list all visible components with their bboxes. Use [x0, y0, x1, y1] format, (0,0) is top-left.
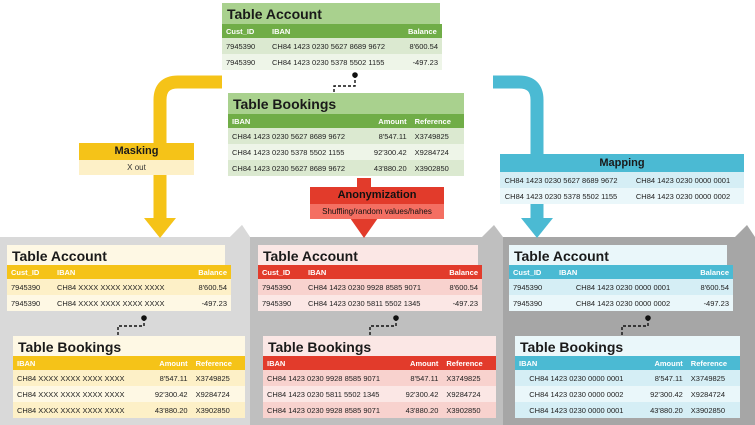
table-row: 7945390 CH84 1423 0230 5378 5502 1155 -4… — [222, 54, 442, 70]
col-header: IBAN — [559, 267, 578, 277]
mapping-label: Mapping — [500, 154, 744, 172]
col-header: Balance — [700, 267, 729, 277]
col-header: Reference — [414, 116, 451, 126]
col-header: IBAN — [17, 358, 36, 368]
table-row: CH84 XXXX XXXX XXXX XXXX 92'300.42 X9284… — [13, 386, 245, 402]
col-header: Balance — [449, 267, 478, 277]
table-row: 7945390 CH84 1423 0230 5627 8689 9672 8'… — [222, 38, 442, 54]
table-row: CH84 1423 0230 5627 8689 9672 8'547.11 X… — [228, 128, 464, 144]
col-header: Reference — [195, 358, 232, 368]
col-header: Amount — [159, 358, 188, 368]
mapping-panel — [503, 237, 755, 425]
masking-panel — [0, 237, 250, 425]
anonymization-bookings-title: Table Bookings — [263, 336, 496, 356]
masking-label-box: Masking X out — [79, 143, 194, 175]
table-row: 7945390 CH84 XXXX XXXX XXXX XXXX 8'600.5… — [7, 279, 231, 295]
table-row: 7945390 CH84 XXXX XXXX XXXX XXXX -497.23 — [7, 295, 231, 311]
col-header: Cust_ID — [11, 267, 40, 277]
original-bookings-title: Table Bookings — [228, 93, 464, 114]
anonymization-account-table: Table Account Cust_ID IBAN Balance 79453… — [258, 245, 482, 311]
col-header: Cust_ID — [262, 267, 291, 277]
original-account-table: Table Account Cust_ID IBAN Balance 79453… — [222, 3, 442, 70]
masking-account-title: Table Account — [7, 245, 225, 265]
masking-bookings-title: Table Bookings — [13, 336, 245, 356]
col-header: Amount — [378, 116, 407, 126]
masking-label: Masking — [79, 143, 194, 160]
table-row: CH84 1423 0230 0000 0002 92'300.42 X9284… — [515, 386, 740, 402]
anonymization-account-title: Table Account — [258, 245, 478, 265]
masking-account-table: Table Account Cust_ID IBAN Balance 79453… — [7, 245, 231, 311]
mapping-bookings-table: Table Bookings IBAN Amount Reference CH8… — [515, 336, 740, 418]
col-header: IBAN — [308, 267, 327, 277]
mapping-bookings-title: Table Bookings — [515, 336, 740, 356]
mapping-box: Mapping CH84 1423 0230 5627 8689 9672 CH… — [500, 154, 744, 204]
col-header: Cust_ID — [513, 267, 542, 277]
table-row: 7945390 CH84 1423 0230 0000 0002 -497.23 — [509, 295, 733, 311]
original-bookings-table: Table Bookings IBAN Amount Reference CH8… — [228, 93, 464, 176]
table-row: CH84 1423 0230 5627 8689 9672 43'880.20 … — [228, 160, 464, 176]
col-header: IBAN — [232, 116, 251, 126]
col-header: Amount — [654, 358, 683, 368]
table-row: CH84 1423 0230 9928 8585 9071 43'880.20 … — [263, 402, 496, 418]
table-row: 7945390 CH84 1423 0230 0000 0001 8'600.5… — [509, 279, 733, 295]
original-account-title: Table Account — [222, 3, 440, 24]
table-row: 7945390 CH84 1423 0230 9928 8585 9071 8'… — [258, 279, 482, 295]
col-header: IBAN — [267, 358, 286, 368]
col-header: Reference — [446, 358, 483, 368]
col-header: Reference — [690, 358, 728, 368]
table-row: CH84 1423 0230 5378 5502 1155 CH84 1423 … — [500, 188, 744, 204]
table-row: 7945390 CH84 1423 0230 5811 5502 1345 -4… — [258, 295, 482, 311]
table-row: CH84 XXXX XXXX XXXX XXXX 43'880.20 X3902… — [13, 402, 245, 418]
col-header: IBAN — [272, 26, 291, 36]
col-header: Cust_ID — [226, 26, 255, 36]
table-row: CH84 1423 0230 9928 8585 9071 8'547.11 X… — [263, 370, 496, 386]
anonymization-bookings-table: Table Bookings IBAN Amount Reference CH8… — [263, 336, 496, 418]
mapping-account-title: Table Account — [509, 245, 727, 265]
table-row: CH84 XXXX XXXX XXXX XXXX 8'547.11 X37498… — [13, 370, 245, 386]
anonymization-panel — [250, 237, 503, 425]
col-header: IBAN — [519, 358, 538, 368]
masking-sub: X out — [79, 160, 194, 175]
table-row: CH84 1423 0230 0000 0001 8'547.11 X37498… — [515, 370, 740, 386]
col-header: Balance — [408, 26, 437, 36]
anonymization-label: Anonymization — [310, 187, 444, 204]
table-row: CH84 1423 0230 5378 5502 1155 92'300.42 … — [228, 144, 464, 160]
col-header: Balance — [198, 267, 227, 277]
masking-bookings-table: Table Bookings IBAN Amount Reference CH8… — [13, 336, 245, 418]
col-header: Amount — [410, 358, 439, 368]
table-row: CH84 1423 0230 5627 8689 9672 CH84 1423 … — [500, 172, 744, 188]
panel-tabs — [0, 225, 755, 237]
col-header: IBAN — [57, 267, 76, 277]
anonymization-sub: Shuffling/random values/hahes — [310, 204, 444, 219]
anonymization-label-box: Anonymization Shuffling/random values/ha… — [310, 187, 444, 219]
mapping-account-table: Table Account Cust_ID IBAN Balance 79453… — [509, 245, 733, 311]
table-row: CH84 1423 0230 5811 5502 1345 92'300.42 … — [263, 386, 496, 402]
table-row: CH84 1423 0230 0000 0001 43'880.20 X3902… — [515, 402, 740, 418]
